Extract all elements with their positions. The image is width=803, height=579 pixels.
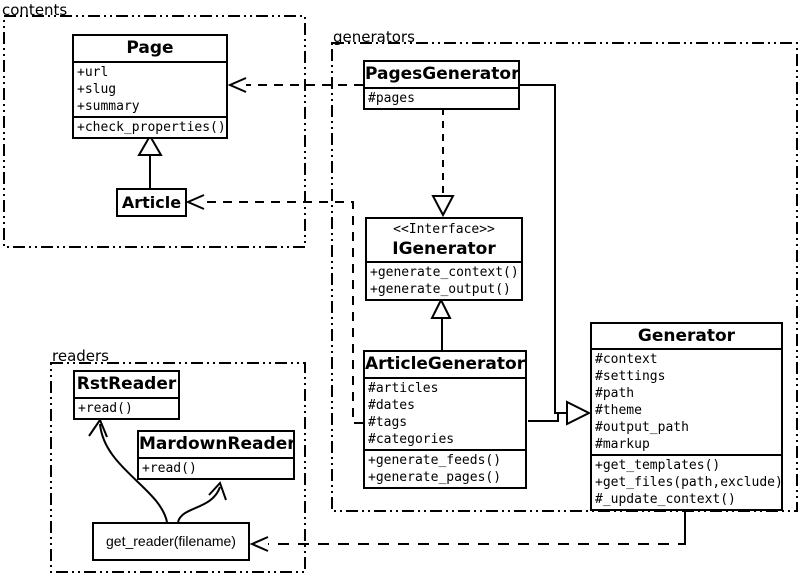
class-title: ArticleGenerator: [365, 354, 525, 374]
methods-section: +get_templates() +get_files(path,exclude…: [592, 454, 781, 509]
attributes-section: #context #settings #path #theme #output_…: [592, 348, 781, 454]
dependency-line-generator-to-getreader: [268, 540, 686, 545]
attributes-section: #pages: [365, 87, 518, 108]
inheritance-triangle-generator: [566, 400, 592, 426]
arrow-getreader-to-markdownreader: [177, 486, 221, 523]
class-member: +generate_context(): [370, 265, 519, 280]
class-title: Article: [121, 193, 182, 212]
class-title: RstReader: [76, 374, 177, 394]
methods-section: +read(): [139, 457, 293, 478]
class-member: #tags: [368, 415, 408, 430]
class-member: +summary: [77, 99, 140, 114]
class-member: #path: [595, 386, 635, 401]
class-member: #pages: [368, 91, 415, 106]
dependency-arrowhead-page: [227, 77, 247, 93]
class-member: +generate_pages(): [368, 470, 502, 485]
attributes-section: +url +slug +summary: [74, 61, 226, 116]
inheritance-triangle-page: [137, 134, 163, 156]
class-member: #dates: [368, 398, 415, 413]
methods-section: +generate_context() +generate_output(): [367, 261, 521, 299]
package-label-generators: generators: [333, 28, 415, 46]
class-member: +get_files(path,exclude): [595, 475, 781, 490]
class-member: +get_templates(): [595, 458, 721, 473]
arrowhead-markdownreader: [208, 481, 227, 501]
package-label-readers: readers: [52, 347, 109, 365]
class-member: #markup: [595, 437, 650, 452]
attributes-section: #articles #dates #tags #categories: [365, 377, 525, 449]
class-box-igenerator: <<Interface>> IGenerator +generate_conte…: [365, 217, 523, 301]
class-member: +check_properties(): [77, 120, 226, 135]
package-border-generators: [331, 42, 798, 512]
class-box-page: Page +url +slug +summary +check_properti…: [72, 34, 228, 139]
inheritance-line-pagesgenerator-to-generator: [520, 84, 567, 414]
class-title: Page: [126, 38, 174, 58]
class-box-generator: Generator #context #settings #path #them…: [590, 322, 783, 511]
realization-triangle-igenerator: [431, 195, 455, 218]
methods-section: +read(): [75, 397, 178, 418]
methods-section: +generate_feeds() +generate_pages(): [365, 449, 525, 487]
class-member: +generate_output(): [370, 282, 511, 297]
inheritance-line-articlegenerator-to-generator: [528, 413, 559, 422]
class-box-markdown-reader: MardownReader +read(): [137, 430, 295, 480]
class-member: #theme: [595, 403, 642, 418]
class-member: +read(): [78, 401, 133, 416]
class-member: #output_path: [595, 420, 689, 435]
class-title: PagesGenerator: [365, 64, 518, 84]
class-member: #context: [595, 352, 658, 367]
package-border-contents: [3, 15, 306, 248]
class-member: #settings: [595, 369, 666, 384]
class-box-article: Article: [116, 188, 187, 217]
class-box-article-generator: ArticleGenerator #articles #dates #tags …: [363, 350, 527, 489]
class-member: +slug: [77, 82, 117, 97]
class-stereotype: <<Interface>>: [393, 222, 495, 237]
package-label-contents: contents: [2, 1, 68, 19]
class-member: #_update_context(): [595, 492, 736, 507]
class-member: #categories: [368, 432, 455, 447]
class-member: +url: [77, 65, 109, 80]
arrow-getreader-to-rstreader: [99, 423, 168, 523]
class-box-rst-reader: RstReader +read(): [73, 370, 180, 420]
class-member: #articles: [368, 381, 439, 396]
class-member: +generate_feeds(): [368, 453, 502, 468]
dependency-arrowhead-getreader: [249, 536, 269, 552]
class-title: Generator: [637, 326, 736, 346]
dependency-line-articlegenerator-to-article: [204, 201, 363, 424]
dependency-arrowhead-article: [185, 194, 205, 210]
class-member: +read(): [142, 461, 197, 476]
class-box-pages-generator: PagesGenerator #pages: [363, 60, 520, 110]
package-border-readers: [50, 362, 306, 573]
function-box-get-reader: get_reader(filename): [92, 522, 250, 561]
arrowhead-rstreader: [88, 417, 108, 438]
methods-section: +check_properties(): [74, 116, 226, 137]
class-title: MardownReader: [139, 434, 293, 454]
class-title: IGenerator: [392, 239, 496, 259]
inheritance-triangle-igenerator: [430, 297, 452, 319]
